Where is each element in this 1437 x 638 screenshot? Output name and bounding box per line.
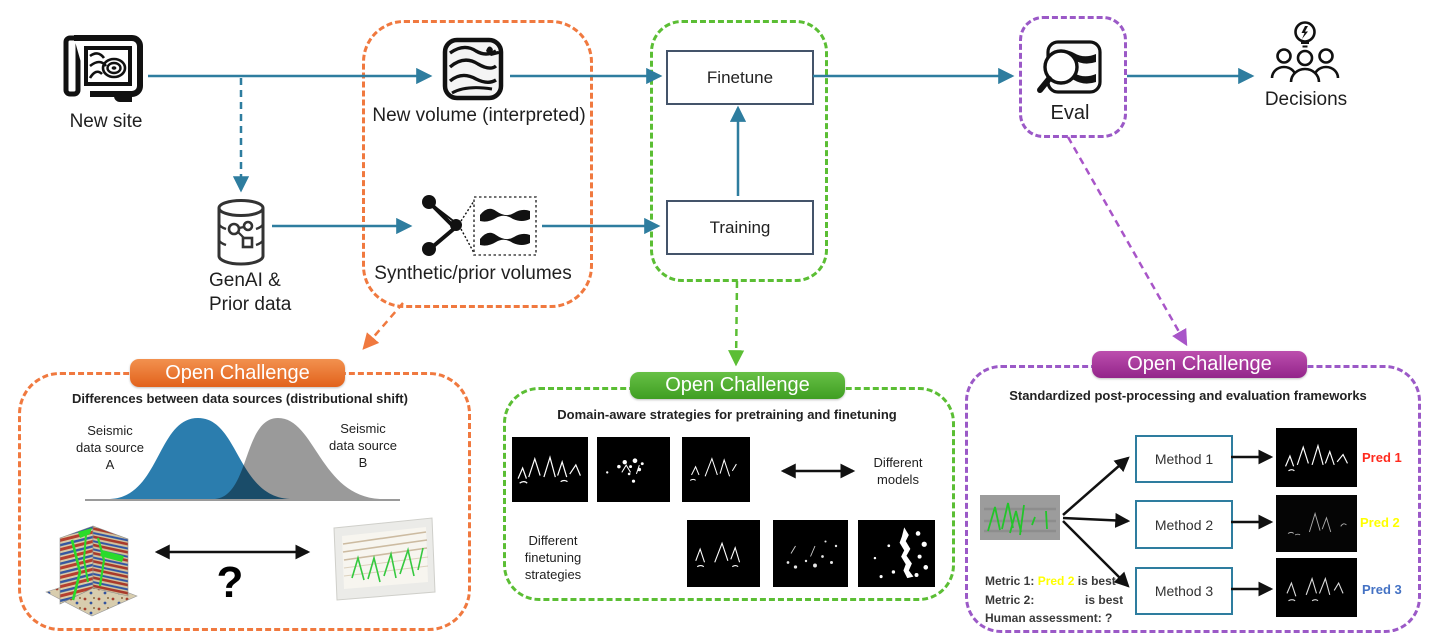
source-b-label-line1: Seismic <box>340 421 386 436</box>
new-volume-icon <box>442 37 504 101</box>
different-finetuning-label-line2: finetuning <box>524 550 582 565</box>
source-b-label-line3: B <box>358 455 368 470</box>
training-group-outline <box>650 20 828 282</box>
source-a-label-line1: Seismic <box>87 423 133 438</box>
open-challenge-badge-green: Open Challenge <box>630 372 845 399</box>
finetune-box: Finetune <box>666 50 814 105</box>
method-2-label: Method 2 <box>1154 516 1214 533</box>
different-models-label-line1: Different <box>873 455 923 470</box>
human-assessment-line: Human assessment: ? <box>985 611 1113 626</box>
method-2-box: Method 2 <box>1135 500 1233 549</box>
green-subtitle: Domain-aware strategies for pretraining … <box>557 407 897 422</box>
metric-2-label: Metric 2: <box>985 592 1035 607</box>
connector-purple-challenge <box>1066 136 1188 347</box>
new-site-icon <box>60 34 148 108</box>
pred-2-label: Pred 2 <box>1360 515 1400 530</box>
source-b-label-line2: data source <box>329 438 397 453</box>
new-site-label: New site <box>69 111 143 132</box>
method-3-label: Method 3 <box>1154 583 1214 599</box>
genai-label-line2: Prior data <box>209 294 292 315</box>
open-challenge-badge-orange: Open Challenge <box>130 359 345 387</box>
method-1-label: Method 1 <box>1154 451 1214 467</box>
metric-1-suffix: is best <box>1077 574 1116 588</box>
method-3-box: Method 3 <box>1135 567 1233 615</box>
metric-1-line: Metric 1: Pred 2 is best <box>985 572 1123 591</box>
finetune-label: Finetune <box>706 67 774 87</box>
seismic-cube-image <box>40 516 142 622</box>
decisions-icon <box>1268 20 1342 88</box>
new-volume-label: New volume (interpreted) <box>372 105 586 126</box>
metric-2-line: Metric 2: is best <box>985 591 1123 610</box>
input-seismic-image <box>980 495 1060 540</box>
pred-1-image <box>1276 428 1357 487</box>
question-mark: ? <box>216 558 244 607</box>
distribution-chart <box>85 408 400 508</box>
source-a-label-line3: A <box>105 457 115 472</box>
orange-subtitle: Differences between data sources (distri… <box>72 391 408 406</box>
purple-subtitle: Standardized post-processing and evaluat… <box>1009 388 1367 403</box>
training-box: Training <box>666 200 814 255</box>
training-label: Training <box>709 217 771 237</box>
data-group-outline <box>362 20 593 308</box>
prediction-image-finetune-2 <box>773 520 848 587</box>
method-1-box: Method 1 <box>1135 435 1233 483</box>
prediction-image-model-2 <box>597 437 670 502</box>
genai-database-icon <box>214 198 268 268</box>
different-models-label-line2: models <box>877 472 919 487</box>
metric-1-label: Metric 1: <box>985 574 1035 588</box>
pred-3-image <box>1276 558 1357 617</box>
prediction-image-finetune-1 <box>687 520 760 587</box>
pred-3-label: Pred 3 <box>1362 582 1402 597</box>
open-challenge-badge-orange-label: Open Challenge <box>165 361 310 384</box>
metric-1-value: Pred 2 <box>1037 574 1075 588</box>
eval-label: Eval <box>1050 102 1090 124</box>
different-finetuning-label-line1: Different <box>528 533 578 548</box>
open-challenge-badge-purple: Open Challenge <box>1092 351 1307 378</box>
prediction-image-finetune-3 <box>858 520 935 587</box>
open-challenge-badge-purple-label: Open Challenge <box>1127 353 1272 375</box>
eval-icon <box>1036 38 1104 102</box>
synthetic-volumes-label: Synthetic/prior volumes <box>374 263 572 284</box>
decisions-label: Decisions <box>1264 89 1348 110</box>
synthetic-volumes-icon <box>418 193 540 259</box>
connector-green-challenge <box>728 280 745 367</box>
seismic-section-image <box>328 514 448 610</box>
metrics-text: Metric 1: Pred 2 is best Metric 2: is be… <box>985 572 1123 628</box>
open-challenge-badge-green-label: Open Challenge <box>665 374 810 396</box>
pred-2-image <box>1276 495 1357 552</box>
metric-2-suffix: is best <box>1085 592 1124 607</box>
prediction-image-model-1 <box>512 437 588 502</box>
source-a-label-line2: data source <box>76 440 144 455</box>
genai-label-line1: GenAI & <box>209 270 281 291</box>
pred-1-label: Pred 1 <box>1362 450 1402 465</box>
connector-orange-challenge <box>362 302 404 350</box>
prediction-image-model-3 <box>682 437 750 502</box>
different-finetuning-label-line3: strategies <box>524 567 582 582</box>
